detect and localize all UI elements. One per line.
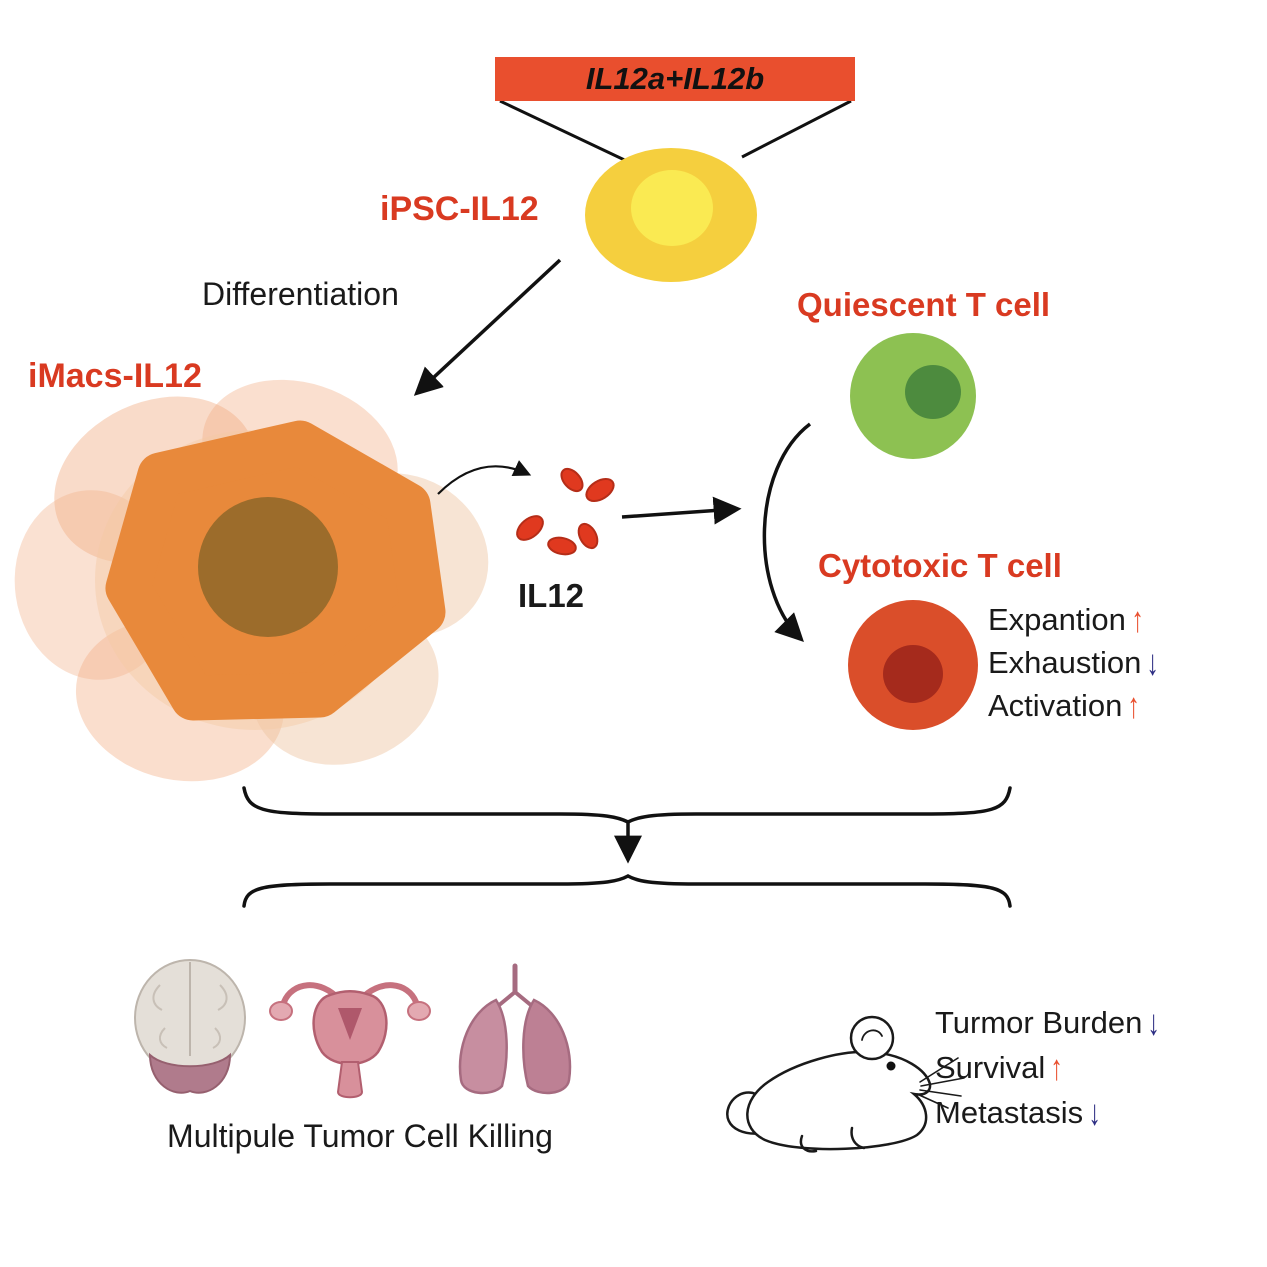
outcome-label: Turmor Burden bbox=[935, 1004, 1143, 1040]
cytotoxic-tcell-nucleus bbox=[883, 645, 943, 703]
brain-icon bbox=[134, 959, 246, 1094]
uterus-icon bbox=[269, 982, 431, 1099]
tumor-killing-caption: Multipule Tumor Cell Killing bbox=[167, 1118, 553, 1154]
up-arrow-icon: ↑ bbox=[1127, 684, 1141, 726]
ipsc-label: iPSC-IL12 bbox=[380, 190, 539, 228]
secretion-arrow bbox=[437, 460, 532, 495]
tcell-effect-activation: Activation ↑ bbox=[988, 684, 1161, 727]
quiescent-tcell bbox=[850, 333, 976, 459]
gene-banner: IL12a+IL12b bbox=[495, 57, 855, 101]
effect-label: Expantion bbox=[988, 601, 1126, 637]
gene-banner-label: IL12a+IL12b bbox=[585, 61, 765, 96]
quiescent-tcell-label: Quiescent T cell bbox=[797, 286, 1051, 323]
il12-to-tcell-arrow bbox=[621, 496, 742, 525]
outcome-tumor-burden: Turmor Burden ↓ bbox=[935, 1000, 1162, 1045]
lungs-icon bbox=[458, 963, 572, 1095]
imacs-label: iMacs-IL12 bbox=[28, 357, 202, 395]
up-arrow-icon: ↑ bbox=[1131, 598, 1144, 640]
outcome-survival: Survival ↑ bbox=[935, 1045, 1162, 1090]
banner-connector-lines bbox=[499, 99, 852, 166]
tcell-effect-expansion: Expantion ↑ bbox=[988, 598, 1161, 641]
mouse-outcomes-list: Turmor Burden ↓ Survival ↑ Metastasis ↓ bbox=[935, 1000, 1162, 1135]
down-arrow-icon: ↓ bbox=[1146, 641, 1160, 683]
ipsc-cell bbox=[585, 148, 757, 282]
outcome-label: Survival bbox=[935, 1049, 1046, 1085]
tcell-effect-exhaustion: Exhaustion ↓ bbox=[988, 641, 1161, 684]
tcell-conversion-arrow bbox=[762, 422, 812, 642]
spread-brace bbox=[242, 873, 1012, 908]
effect-label: Exhaustion bbox=[988, 644, 1142, 680]
ipsc-cell-nucleus bbox=[631, 170, 713, 246]
il12-label: IL12 bbox=[518, 577, 585, 614]
mouse-icon bbox=[726, 1015, 965, 1153]
down-arrow-icon: ↓ bbox=[1147, 1001, 1161, 1043]
cytotoxic-tcell-label: Cytotoxic T cell bbox=[818, 547, 1062, 584]
effect-label: Activation bbox=[988, 687, 1123, 723]
il12-particles-icon bbox=[516, 467, 615, 556]
outcome-metastasis: Metastasis ↓ bbox=[935, 1090, 1162, 1135]
gather-brace bbox=[242, 786, 1012, 824]
differentiation-arrow bbox=[413, 258, 562, 396]
quiescent-tcell-nucleus bbox=[905, 365, 961, 419]
up-arrow-icon: ↑ bbox=[1050, 1046, 1064, 1088]
macrophage-icon bbox=[14, 379, 489, 782]
outcome-label: Metastasis bbox=[935, 1094, 1084, 1130]
differentiation-label: Differentiation bbox=[202, 276, 399, 312]
cytotoxic-tcell bbox=[848, 600, 978, 730]
tcell-effects-list: Expantion ↑ Exhaustion ↓ Activation ↑ bbox=[988, 598, 1161, 727]
down-arrow-icon: ↓ bbox=[1088, 1091, 1102, 1133]
